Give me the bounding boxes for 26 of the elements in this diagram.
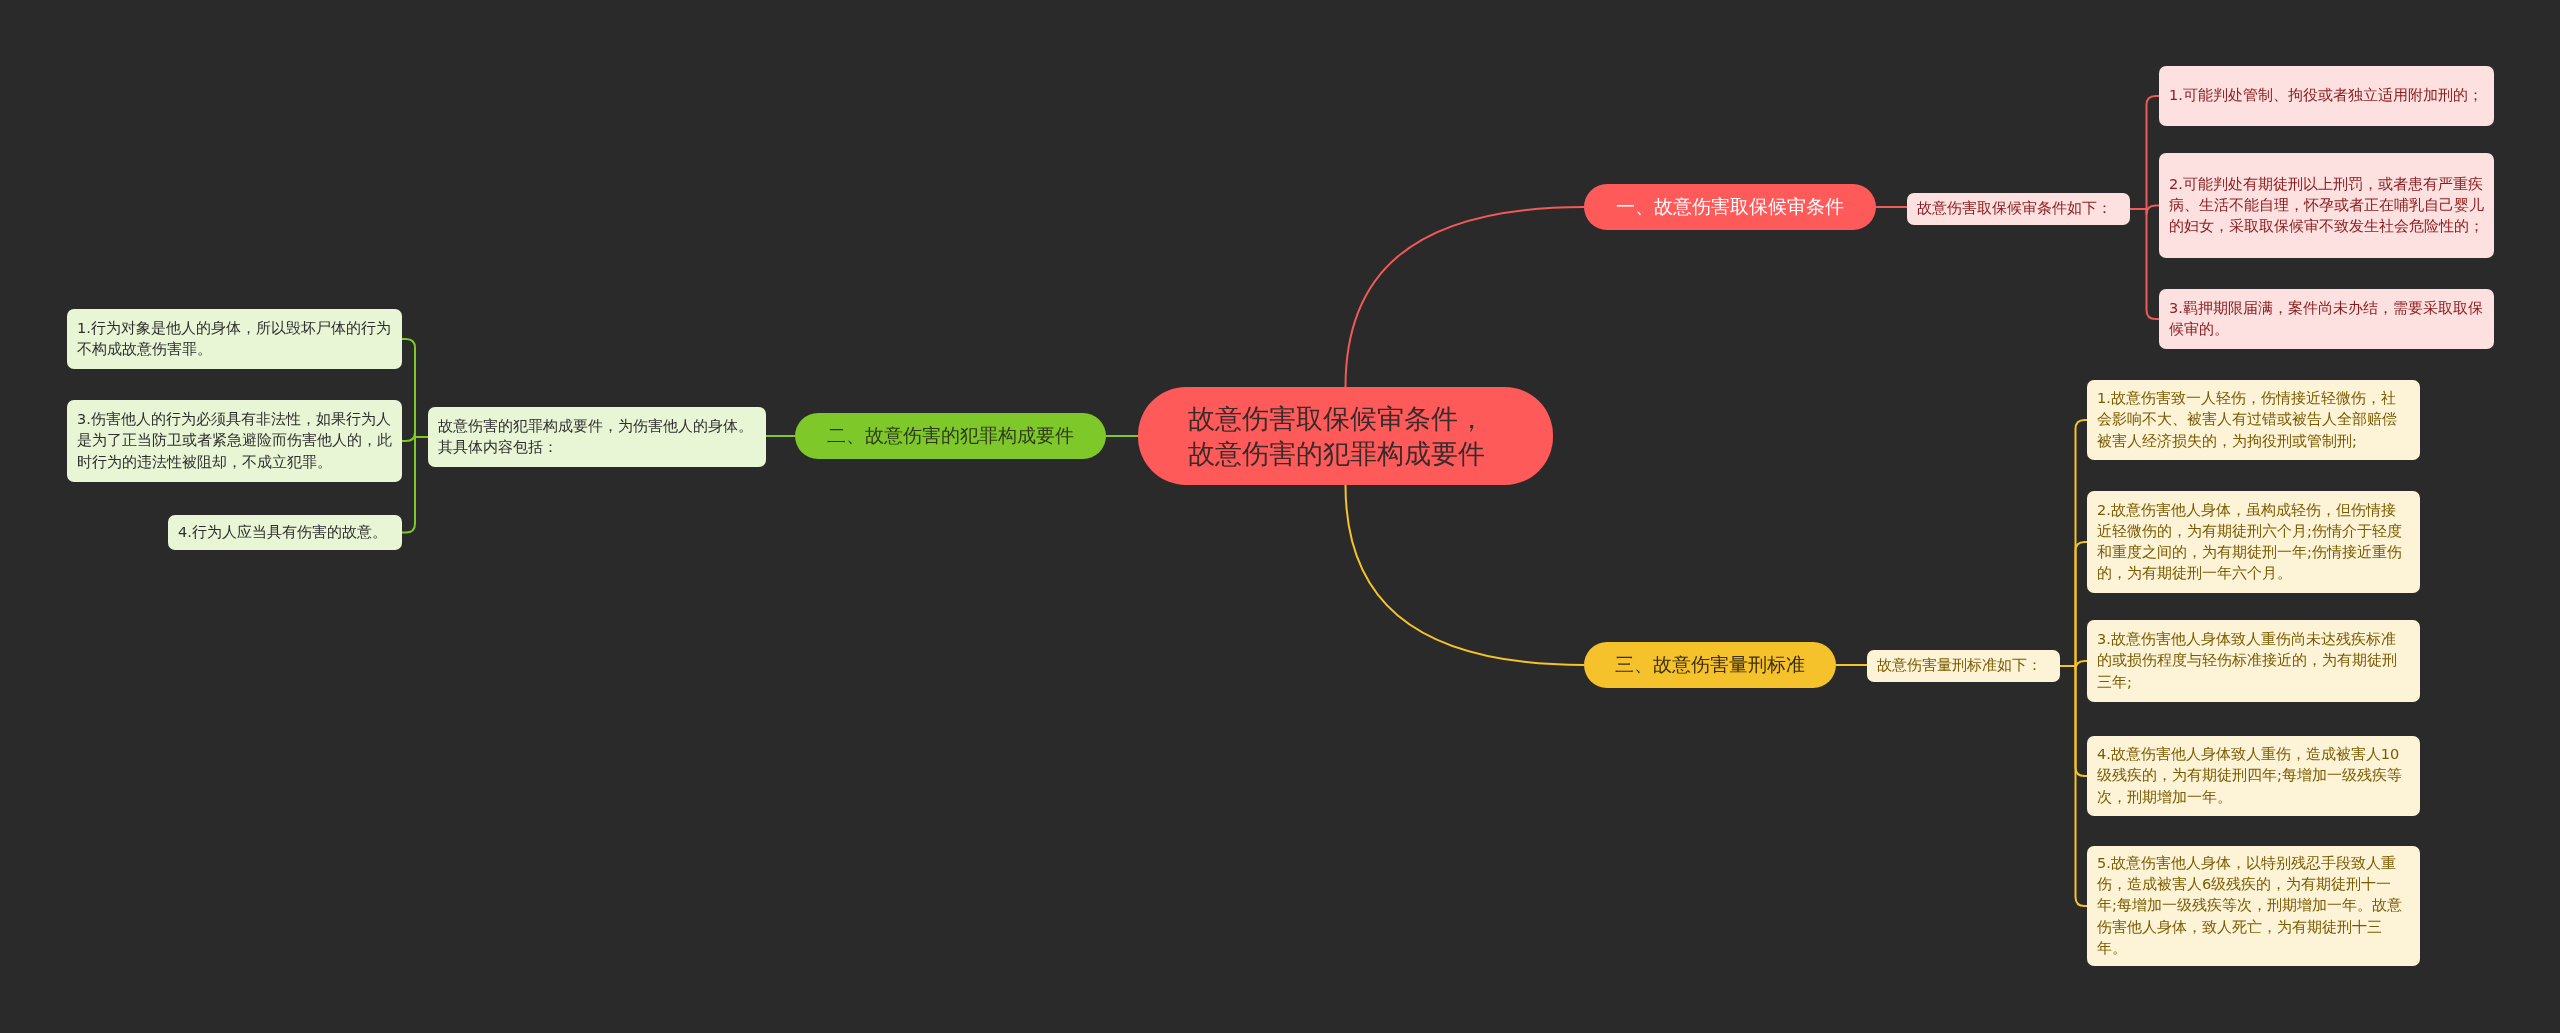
connector-line: [2059, 665, 2088, 907]
subtopic-card: 故意伤害的犯罪构成要件，为伤害他人的身体。其具体内容包括：: [428, 407, 766, 467]
connector-line: [1835, 664, 1868, 666]
connector-line: [1344, 206, 1585, 388]
leaf-card: 5.故意伤害他人身体，以特别残忍手段致人重伤，造成被害人6级残疾的，为有期徒刑十一年;每增加一级残疾等次，刑期增加一年。故意伤害他人身体，致人死亡，为有期徒刑十三年。: [2087, 846, 2420, 966]
leaf-card: 2.可能判处有期徒刑以上刑罚，或者患有严重疾病、生活不能自理，怀孕或者正在哺乳自己婴儿的妇女，采取取保候审不致发生社会危险性的；: [2159, 153, 2494, 258]
leaf-card: 3.故意伤害他人身体致人重伤尚未达残疾标准的或损伤程度与轻伤标准接近的，为有期徒刑三年;: [2087, 620, 2420, 702]
connector-line: [765, 435, 796, 437]
leaf-card: 1.行为对象是他人的身体，所以毁坏尸体的行为不构成故意伤害罪。: [67, 309, 402, 369]
branch-topic: 二、故意伤害的犯罪构成要件: [795, 413, 1106, 459]
leaf-card: 4.故意伤害他人身体致人重伤，造成被害人10级残疾的，为有期徒刑四年;每增加一级残疾等次，刑期增加一年。: [2087, 736, 2420, 816]
leaf-card: 4.行为人应当具有伤害的故意。: [168, 515, 402, 550]
branch-topic: 三、故意伤害量刑标准: [1584, 642, 1836, 688]
connector-line: [1105, 435, 1139, 437]
leaf-card: 2.故意伤害他人身体，虽构成轻伤，但伤情接近轻微伤的，为有期徒刑六个月;伤情介于轻度和重度之间的，为有期徒刑一年;伤情接近重伤的，为有期徒刑一年六个月。: [2087, 491, 2420, 593]
connector-line: [1344, 484, 1585, 666]
branch-topic: 一、故意伤害取保候审条件: [1584, 184, 1876, 230]
subtopic-card: 故意伤害取保候审条件如下：: [1907, 193, 2130, 225]
subtopic-card: 故意伤害量刑标准如下：: [1867, 650, 2060, 682]
leaf-card: 3.伤害他人的行为必须具有非法性，如果行为人是为了正当防卫或者紧急避险而伤害他人的，此时行为的违法性被阻却，不成立犯罪。: [67, 400, 402, 482]
central-topic: 故意伤害取保候审条件，故意伤害的犯罪构成要件: [1138, 387, 1553, 485]
connector-line: [1875, 206, 1908, 208]
leaf-card: 1.故意伤害致一人轻伤，伤情接近轻微伤，社会影响不大、被害人有过错或被告人全部赔偿被害人经济损失的，为拘役刑或管制刑;: [2087, 380, 2420, 460]
connector-line: [401, 436, 429, 534]
leaf-card: 3.羁押期限届满，案件尚未办结，需要采取取保候审的。: [2159, 289, 2494, 349]
leaf-card: 1.可能判处管制、拘役或者独立适用附加刑的；: [2159, 66, 2494, 126]
